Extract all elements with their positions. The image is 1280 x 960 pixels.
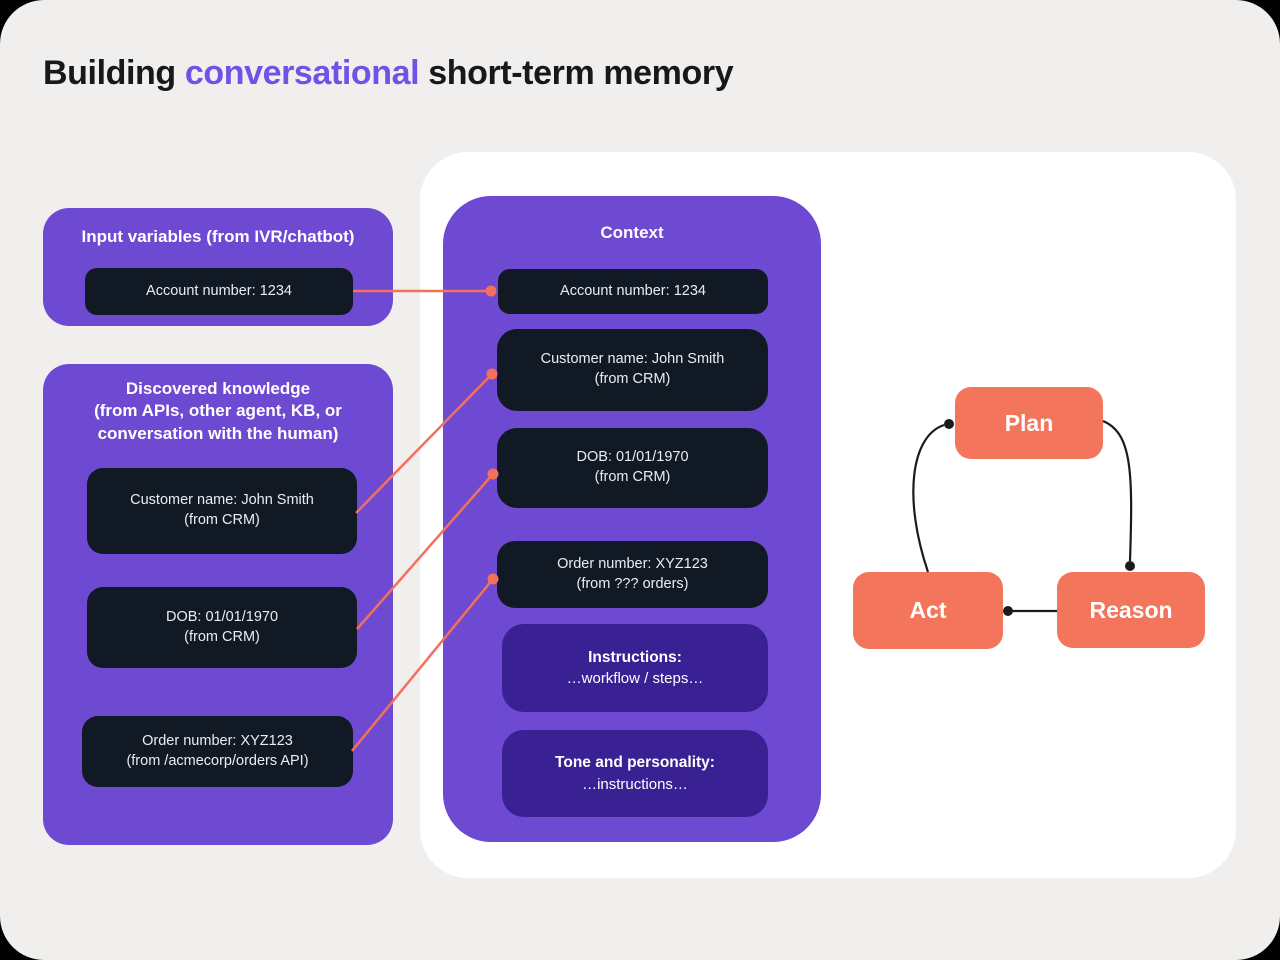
box-subtext: (from CRM)	[184, 512, 260, 528]
box-text: Order number: XYZ123	[557, 555, 708, 572]
context-dob-box: DOB: 01/01/1970 (from CRM)	[497, 428, 768, 508]
node-label: Act	[909, 597, 947, 623]
knowledge-dob-box: DOB: 01/01/1970 (from CRM)	[87, 587, 357, 668]
box-text: Customer name: John Smith	[130, 492, 314, 509]
context-order-number-box: Order number: XYZ123 (from ??? orders)	[497, 541, 768, 608]
box-subtext: (from CRM)	[594, 469, 671, 485]
context-instructions-box: Instructions: …workflow / steps…	[502, 624, 768, 712]
title-highlight: conversational	[184, 54, 420, 92]
page-title: Building conversational short-term memor…	[43, 54, 734, 93]
box-text: Customer name: John Smith	[540, 351, 725, 368]
title-line: Discovered knowledge	[125, 379, 311, 398]
box-text: Order number: XYZ123	[142, 732, 293, 749]
context-tone-personality-box: Tone and personality: …instructions…	[502, 730, 768, 817]
node-label: Plan	[1004, 409, 1054, 436]
input-variables-title: Input variables (from IVR/chatbot)	[81, 227, 355, 246]
box-text: Account number: 1234	[146, 282, 292, 299]
context-account-number-box: Account number: 1234	[498, 269, 768, 314]
box-subtext: (from /acmecorp/orders API)	[126, 752, 309, 769]
box-body: …workflow / steps…	[566, 670, 704, 688]
knowledge-order-number-box: Order number: XYZ123 (from /acmecorp/ord…	[82, 716, 353, 787]
title-line: conversation with the human)	[97, 423, 339, 443]
box-body: …instructions…	[582, 775, 688, 793]
box-subtext: (from CRM)	[594, 371, 671, 387]
input-account-number-box: Account number: 1234	[85, 268, 353, 315]
box-text: DOB: 01/01/1970	[165, 608, 279, 625]
cycle-node-plan: Plan	[955, 387, 1103, 459]
context-title: Context	[600, 223, 664, 242]
discovered-knowledge-title: Discovered knowledge (from APIs, other a…	[43, 378, 393, 445]
knowledge-customer-name-box: Customer name: John Smith (from CRM)	[87, 468, 357, 554]
box-text: Account number: 1234	[560, 282, 706, 299]
context-customer-name-box: Customer name: John Smith (from CRM)	[497, 329, 768, 411]
box-text: DOB: 01/01/1970	[576, 449, 689, 466]
title-line: (from APIs, other agent, KB, or	[94, 401, 342, 421]
box-heading: Tone and personality:	[555, 754, 715, 772]
title-suffix: short-term memory	[419, 54, 734, 92]
cycle-node-act: Act	[853, 572, 1003, 649]
title-prefix: Building	[43, 54, 185, 92]
cycle-node-reason: Reason	[1057, 572, 1205, 648]
box-heading: Instructions:	[588, 648, 682, 666]
node-label: Reason	[1089, 596, 1173, 623]
box-subtext: (from CRM)	[184, 628, 260, 645]
box-subtext: (from ??? orders)	[576, 575, 689, 592]
